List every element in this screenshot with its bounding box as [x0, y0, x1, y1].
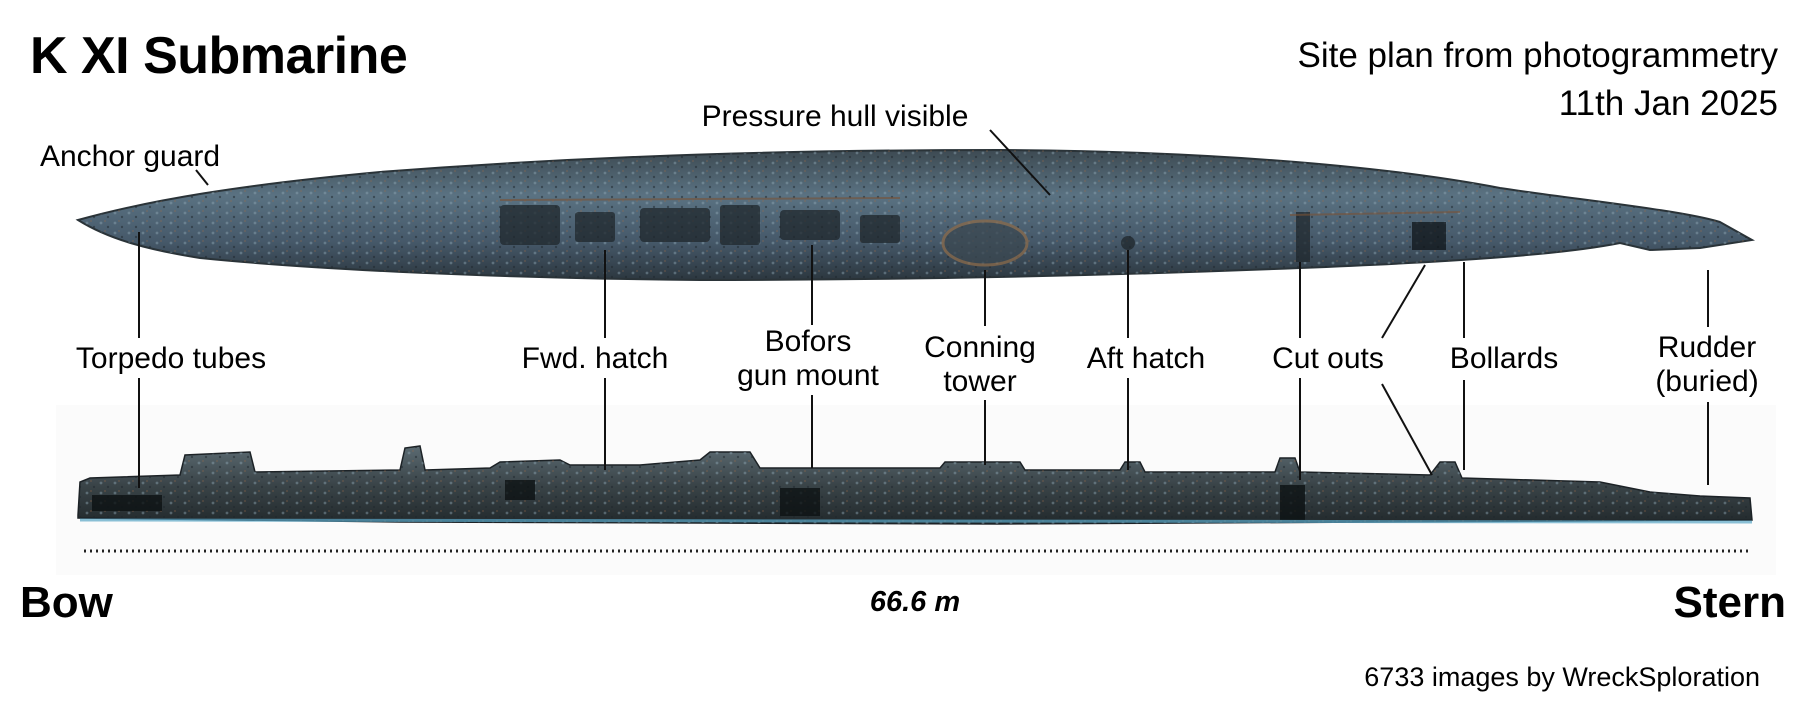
- label-bofors: Bofors gun mount: [737, 325, 879, 393]
- image-credit: 6733 images by WreckSploration: [1364, 662, 1760, 692]
- length-label: 66.6 m: [869, 586, 961, 618]
- side-view-hull: [77, 445, 1753, 525]
- label-aft-hatch: Aft hatch: [1086, 342, 1206, 375]
- label-anchor-guard: Anchor guard: [39, 140, 221, 173]
- subtitle-date: 11th Jan 2025: [1558, 84, 1778, 123]
- top-view-hull: [75, 148, 1756, 282]
- label-bofors-line2: gun mount: [737, 359, 879, 392]
- label-pressure-hull: Pressure hull visible: [701, 100, 969, 133]
- label-bollards: Bollards: [1449, 342, 1559, 375]
- label-conning-line2: tower: [943, 365, 1017, 398]
- stern-label: Stern: [1673, 578, 1786, 627]
- page-title: K XI Submarine: [30, 27, 408, 85]
- leader-lines: [138, 129, 1709, 488]
- bow-label: Bow: [20, 578, 113, 627]
- label-conning-line1: Conning: [924, 331, 1036, 364]
- label-conning-tower: Conning tower: [924, 331, 1036, 399]
- label-torpedo-tubes: Torpedo tubes: [75, 342, 267, 375]
- subtitle-method: Site plan from photogrammetry: [1297, 36, 1778, 75]
- label-cut-outs: Cut outs: [1272, 342, 1384, 375]
- label-rudder-line2: (buried): [1655, 365, 1759, 398]
- label-fwd-hatch: Fwd. hatch: [521, 342, 669, 375]
- label-rudder-line1: Rudder: [1657, 331, 1757, 364]
- subtitle-block: Site plan from photogrammetry 11th Jan 2…: [1298, 32, 1778, 128]
- label-bofors-line1: Bofors: [764, 325, 852, 358]
- label-rudder: Rudder (buried): [1655, 331, 1758, 399]
